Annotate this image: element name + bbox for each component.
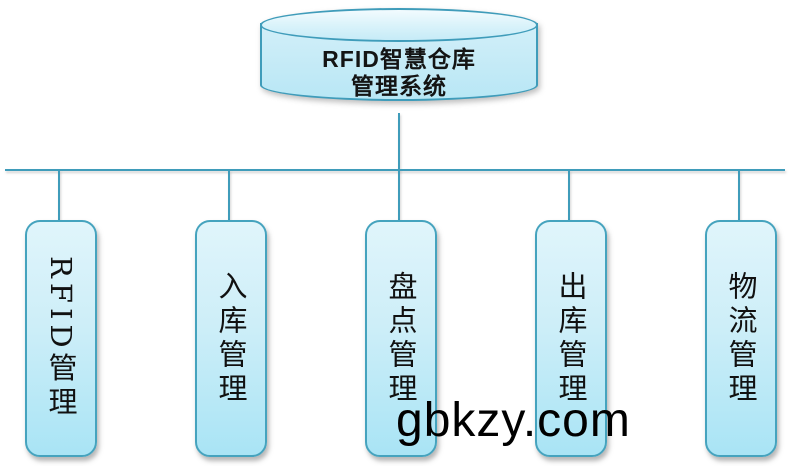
root-label-line1: RFID智慧仓库 (322, 46, 476, 72)
node-logistics-management-label: 物流管理 (724, 270, 758, 407)
cylinder-top-ellipse (260, 8, 538, 42)
node-logistics-management: 物流管理 (705, 220, 777, 457)
node-rfid-management: RFID管理 (25, 220, 97, 457)
connector-drop-stocktake (398, 170, 400, 220)
connector-drop-rfid (58, 170, 60, 220)
root-label-line2: 管理系统 (351, 73, 447, 99)
node-stocktake-management-label: 盘点管理 (384, 270, 418, 407)
root-node-cylinder: RFID智慧仓库 管理系统 (260, 8, 538, 115)
root-node-label: RFID智慧仓库 管理系统 (260, 46, 538, 100)
watermark-text: gbkzy.com (396, 394, 631, 447)
connector-root-vertical (398, 113, 400, 170)
node-rfid-management-label: RFID管理 (44, 256, 78, 421)
node-outbound-management-label: 出库管理 (554, 270, 588, 407)
node-outbound-management: 出库管理 (535, 220, 607, 457)
connector-drop-outbound (568, 170, 570, 220)
connector-horizontal-bus (5, 169, 785, 171)
node-stocktake-management: 盘点管理 (365, 220, 437, 457)
connector-drop-logistics (738, 170, 740, 220)
node-inbound-management: 入库管理 (195, 220, 267, 457)
connector-drop-inbound (228, 170, 230, 220)
node-inbound-management-label: 入库管理 (214, 270, 248, 407)
